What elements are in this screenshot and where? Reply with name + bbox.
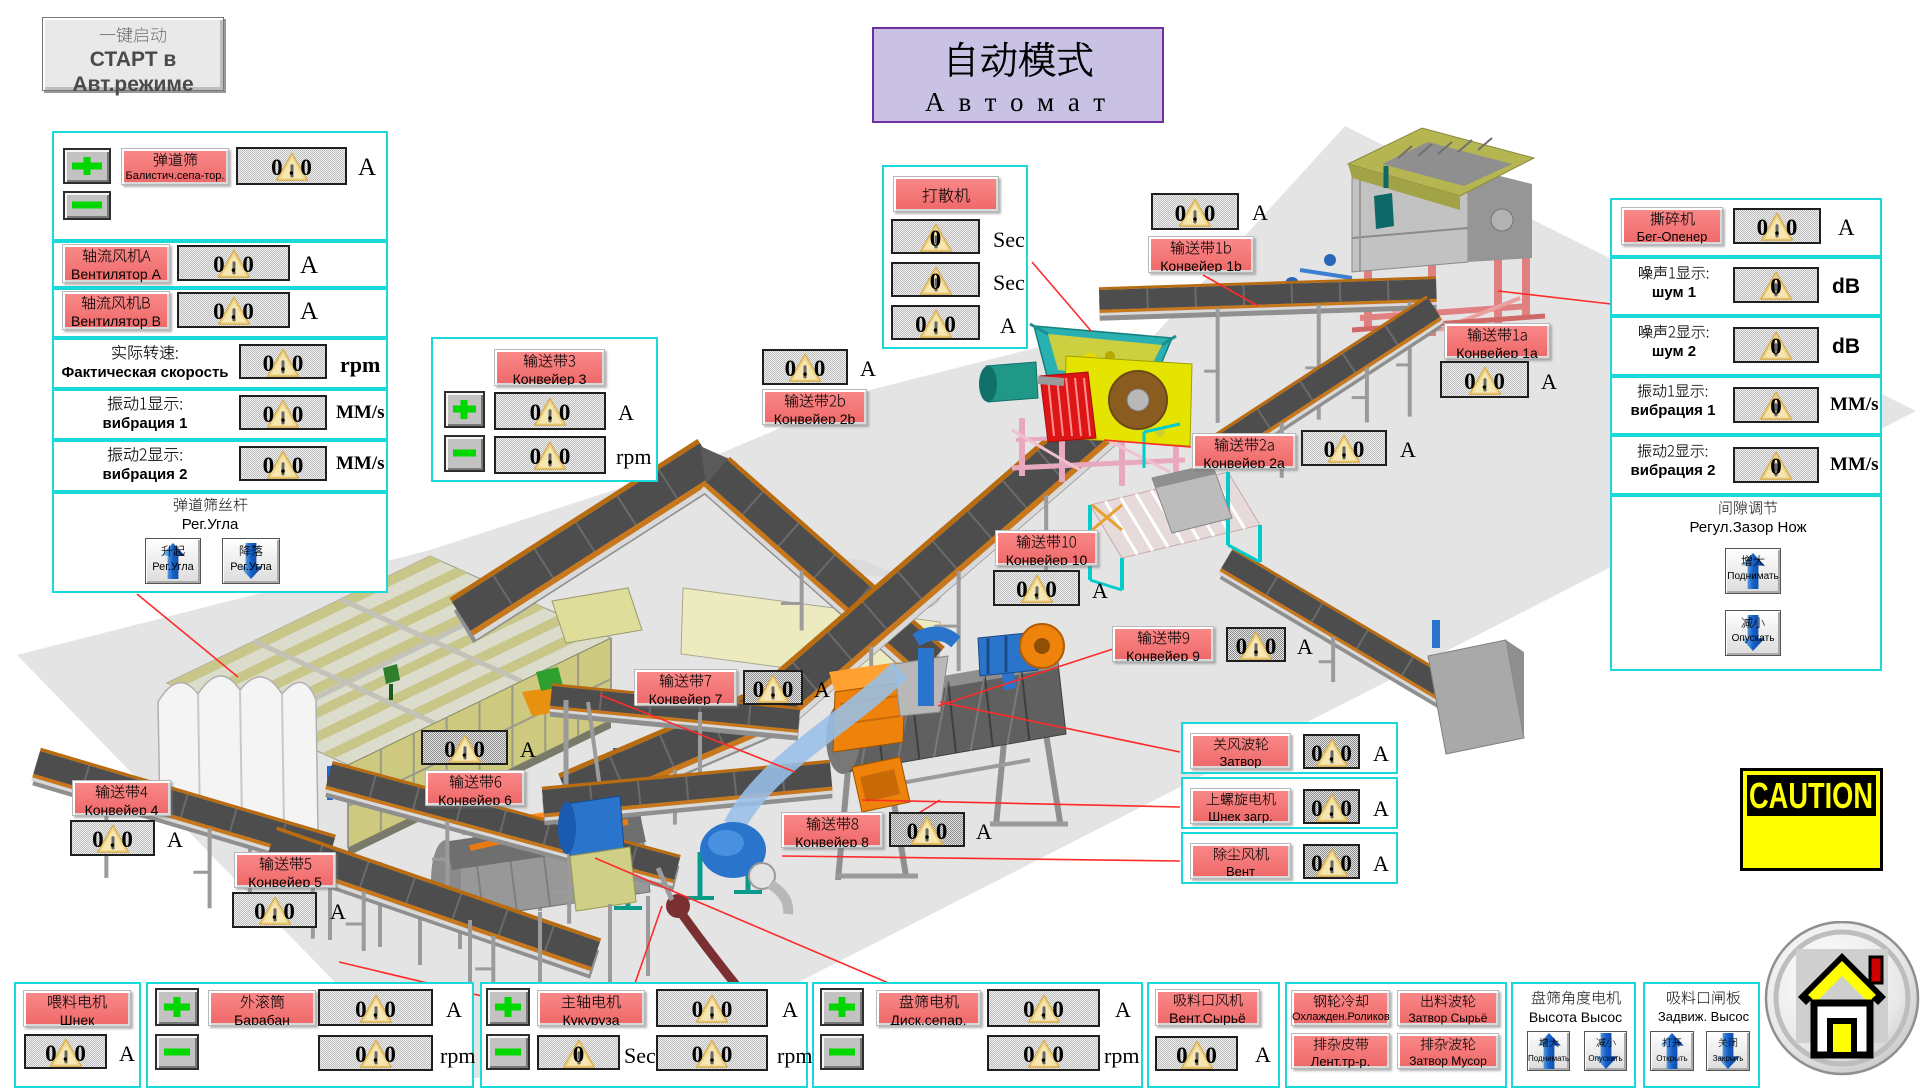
svg-text:CAUTION: CAUTION [1749,775,1873,816]
